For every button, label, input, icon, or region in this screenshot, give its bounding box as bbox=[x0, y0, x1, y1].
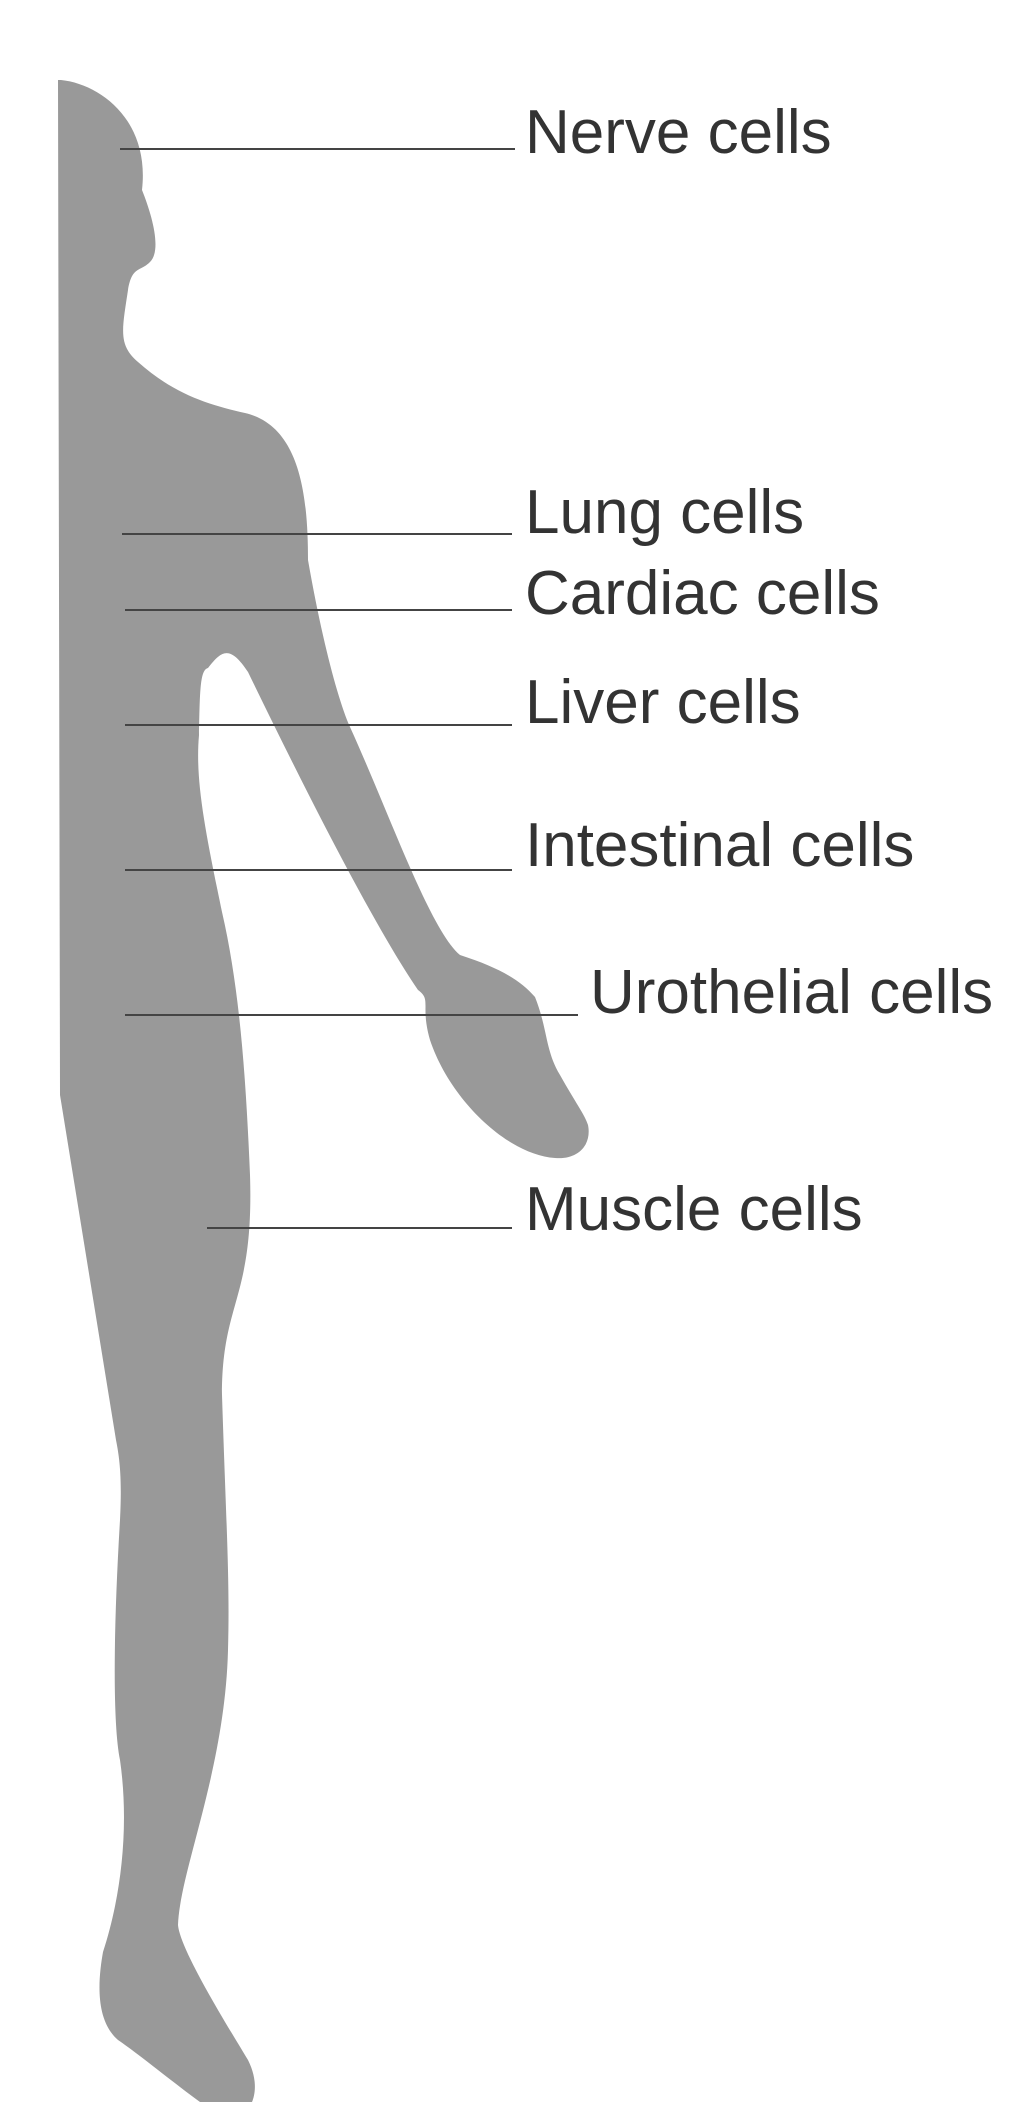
cardiac-cells-label: Cardiac cells bbox=[525, 559, 880, 628]
liver-cells-label: Liver cells bbox=[525, 668, 801, 737]
intestinal-cells-label: Intestinal cells bbox=[525, 811, 914, 880]
muscle-cells-label: Muscle cells bbox=[525, 1175, 863, 1244]
urothelial-cells-label: Urothelial cells bbox=[590, 958, 993, 1027]
nerve-cells-label: Nerve cells bbox=[525, 98, 832, 167]
human-silhouette bbox=[58, 80, 589, 2102]
lung-cells-label: Lung cells bbox=[525, 478, 804, 547]
